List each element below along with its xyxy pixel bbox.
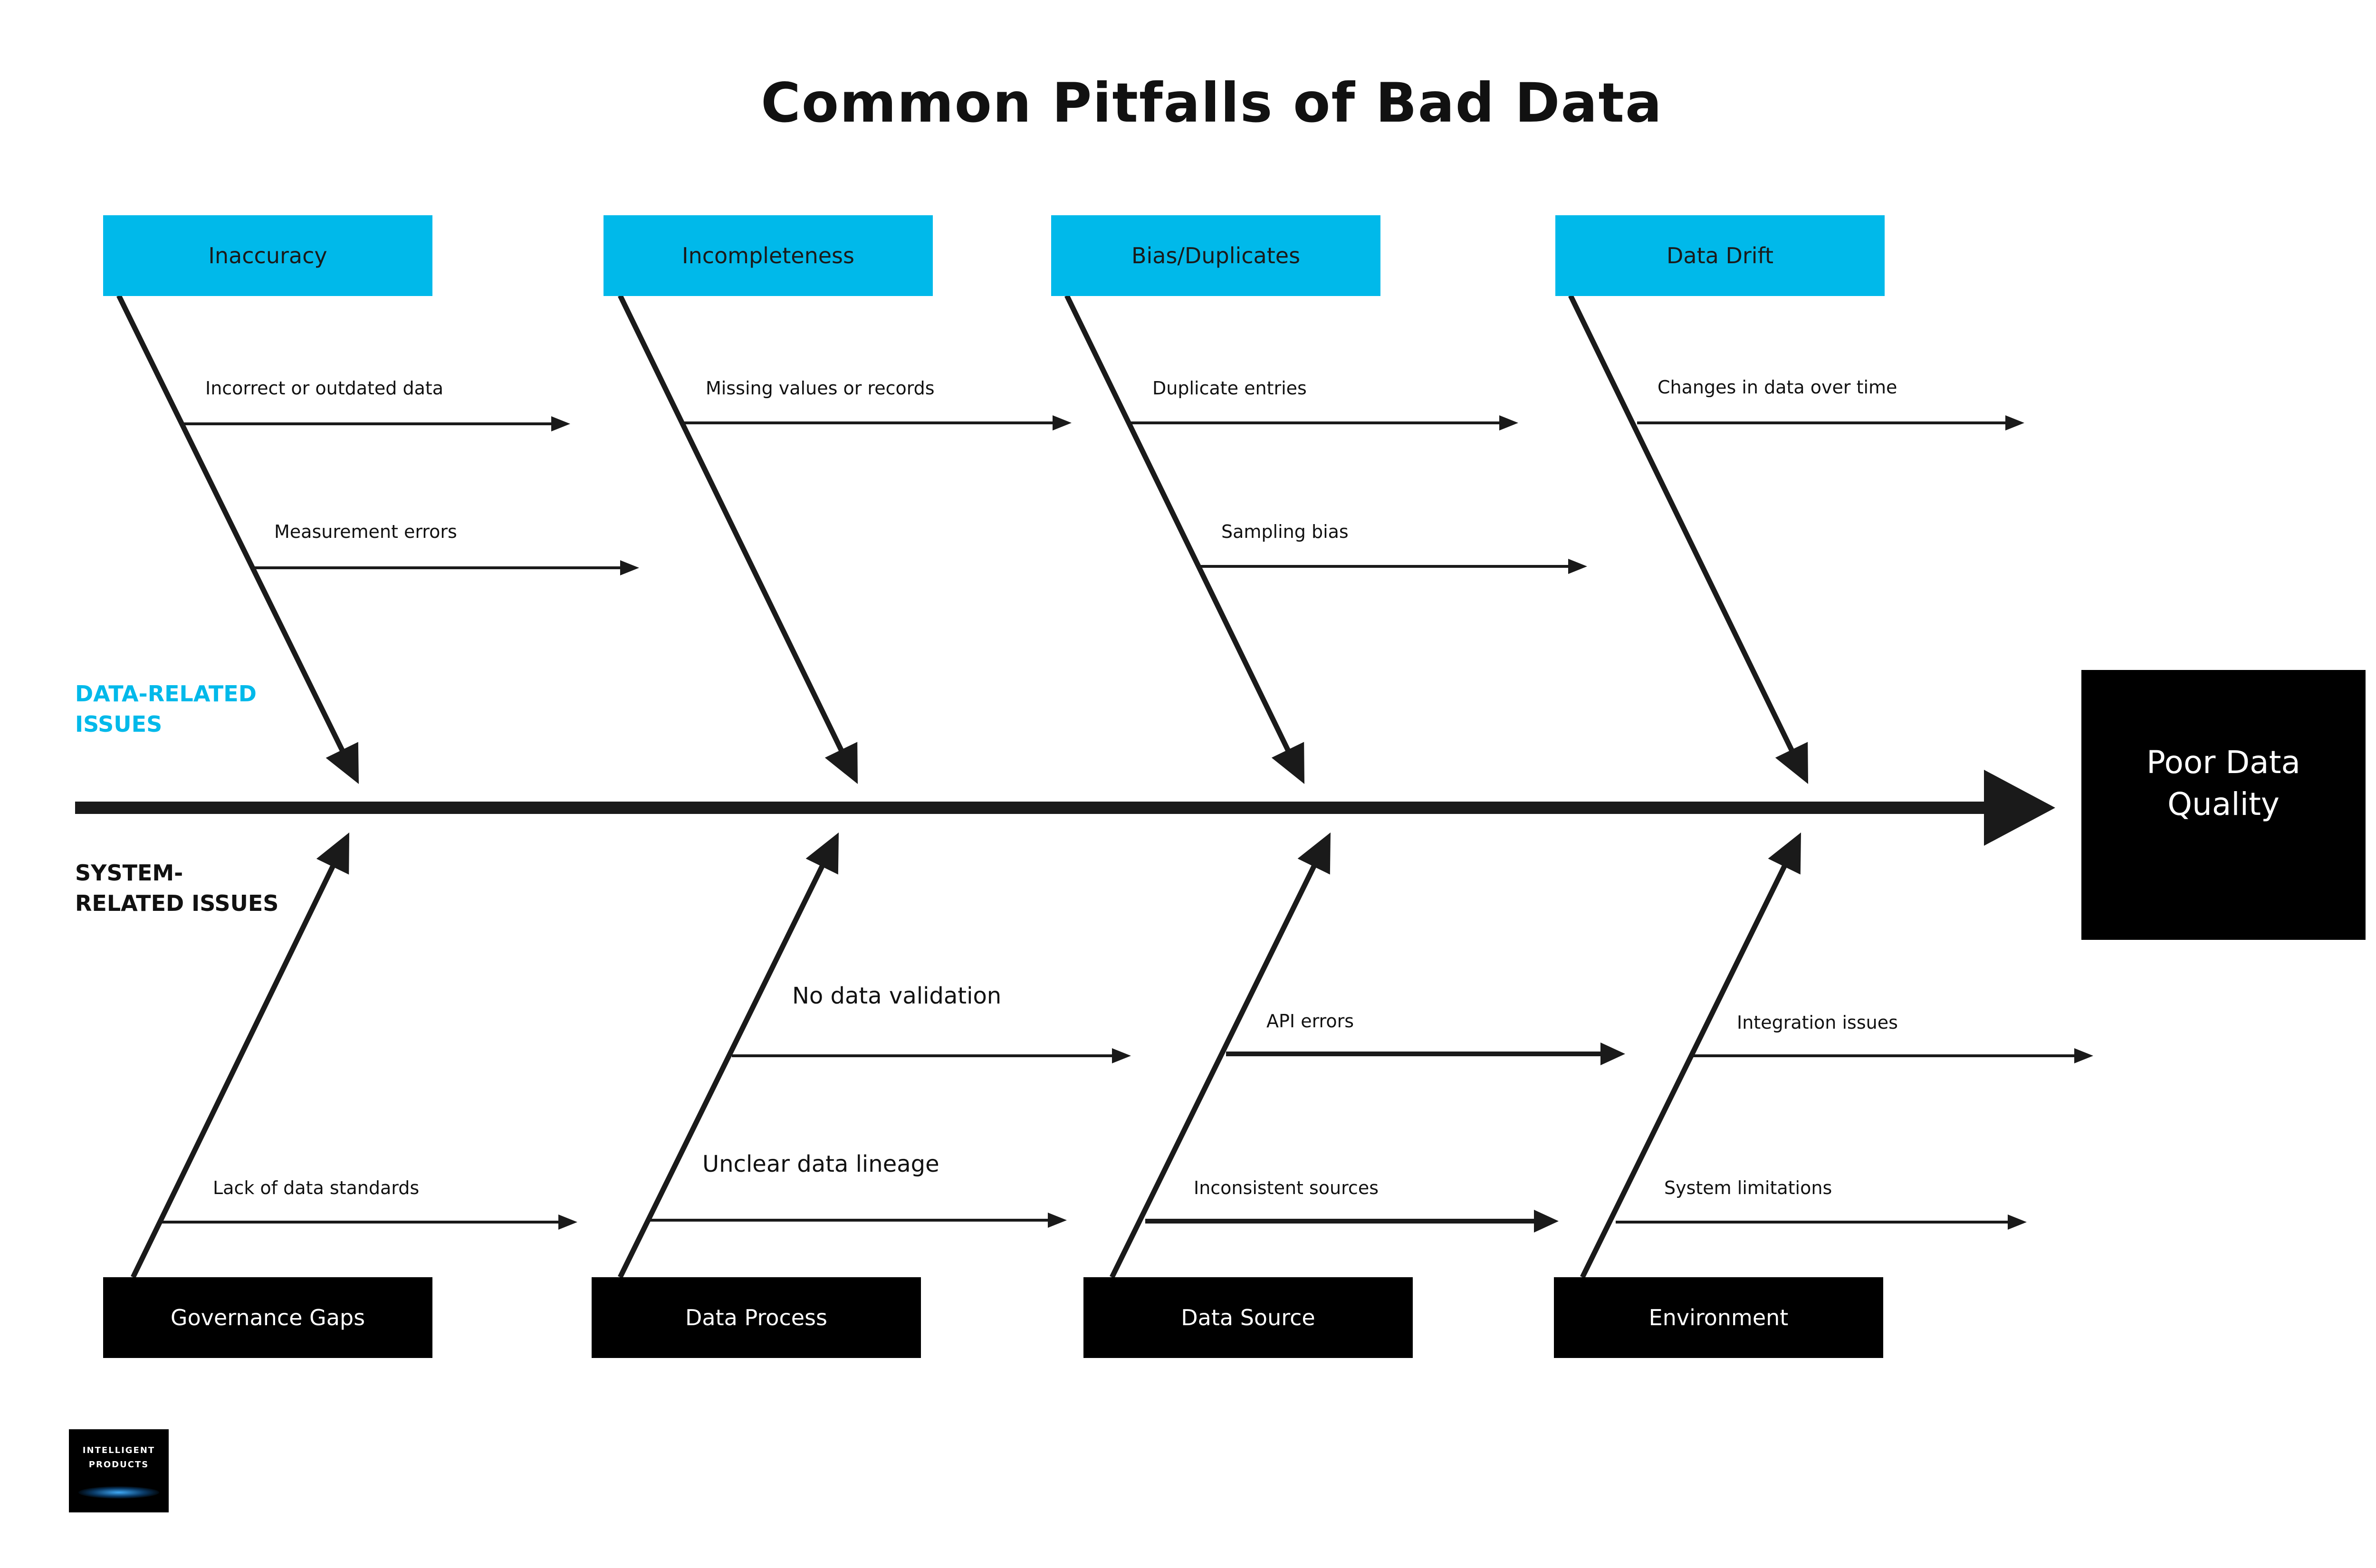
cause-arrow-top-6-head bbox=[2005, 415, 2024, 430]
bone-top-2-shaft bbox=[618, 294, 847, 758]
bone-top-2-head bbox=[824, 742, 858, 784]
cause-integration-issues: Integration issues bbox=[1737, 1012, 1898, 1033]
bone-top-4-head bbox=[1775, 742, 1808, 784]
category-inaccuracy: Inaccuracy bbox=[103, 215, 432, 296]
bone-top-1-shaft bbox=[116, 294, 348, 758]
bone-bottom-1-head bbox=[316, 832, 349, 875]
cause-missing-values: Missing values or records bbox=[706, 378, 935, 399]
bone-bottom-2-head bbox=[805, 832, 839, 875]
intelligent-products-logo: INTELLIGENT PRODUCTS bbox=[69, 1429, 169, 1512]
cause-measurement-errors: Measurement errors bbox=[274, 521, 457, 542]
bone-top-3-head bbox=[1271, 742, 1304, 784]
bone-bottom-2-shaft bbox=[618, 859, 828, 1279]
cause-arrow-top-3-head bbox=[1053, 415, 1072, 430]
bone-top-3-shaft bbox=[1064, 294, 1293, 758]
cause-unclear-lineage: Unclear data lineage bbox=[702, 1151, 939, 1177]
cause-arrow-bottom-4-head bbox=[1600, 1042, 1625, 1065]
bone-bottom-4-shaft bbox=[1580, 859, 1790, 1279]
system-related-issues-label: SYSTEM- RELATED ISSUES bbox=[75, 860, 279, 916]
cause-duplicate-entries: Duplicate entries bbox=[1152, 378, 1307, 399]
bone-top-1-head bbox=[326, 742, 359, 784]
cause-arrow-top-5-head bbox=[1568, 559, 1587, 574]
category-incompleteness: Incompleteness bbox=[604, 215, 933, 296]
cause-arrow-bottom-2-head bbox=[1112, 1048, 1131, 1063]
effect-poor-data-quality: Poor Data Quality bbox=[2081, 670, 2366, 940]
category-data-drift: Data Drift bbox=[1555, 215, 1885, 296]
category-data-source: Data Source bbox=[1083, 1277, 1413, 1358]
cause-system-limitations: System limitations bbox=[1664, 1177, 1832, 1198]
category-environment: Environment bbox=[1554, 1277, 1883, 1358]
cause-arrow-top-4-head bbox=[1499, 415, 1518, 430]
data-related-issues-label: DATA-RELATED ISSUES bbox=[75, 681, 257, 737]
cause-arrow-top-2-head bbox=[620, 560, 639, 575]
bone-bottom-3-head bbox=[1297, 832, 1331, 875]
spine-arrow-head bbox=[1984, 770, 2055, 846]
cause-changes-over-time: Changes in data over time bbox=[1657, 377, 1897, 398]
cause-arrow-bottom-3-head bbox=[1048, 1213, 1067, 1228]
cause-inconsistent-sources: Inconsistent sources bbox=[1194, 1177, 1379, 1198]
cause-arrow-bottom-5-head bbox=[1534, 1210, 1559, 1233]
cause-sampling-bias: Sampling bias bbox=[1221, 521, 1349, 542]
cause-arrow-top-1-head bbox=[551, 416, 570, 431]
category-governance-gaps: Governance Gaps bbox=[103, 1277, 432, 1358]
cause-arrow-bottom-7-head bbox=[2008, 1214, 2027, 1230]
bone-bottom-1-shaft bbox=[131, 859, 338, 1279]
category-data-process: Data Process bbox=[592, 1277, 921, 1358]
logo-text: INTELLIGENT PRODUCTS bbox=[82, 1445, 155, 1470]
cause-incorrect-outdated-data: Incorrect or outdated data bbox=[205, 378, 444, 399]
bone-bottom-3-shaft bbox=[1110, 859, 1320, 1279]
logo-glow bbox=[78, 1486, 159, 1499]
cause-api-errors: API errors bbox=[1266, 1011, 1354, 1032]
page-title: Common Pitfalls of Bad Data bbox=[761, 71, 1663, 134]
cause-lack-of-standards: Lack of data standards bbox=[213, 1177, 420, 1198]
category-bias-duplicates: Bias/Duplicates bbox=[1051, 215, 1380, 296]
bone-top-4-shaft bbox=[1568, 294, 1797, 758]
cause-arrow-bottom-1-head bbox=[558, 1214, 577, 1230]
bone-bottom-4-head bbox=[1768, 832, 1801, 875]
cause-arrow-bottom-6-head bbox=[2074, 1048, 2093, 1063]
cause-no-data-validation: No data validation bbox=[792, 983, 1002, 1009]
